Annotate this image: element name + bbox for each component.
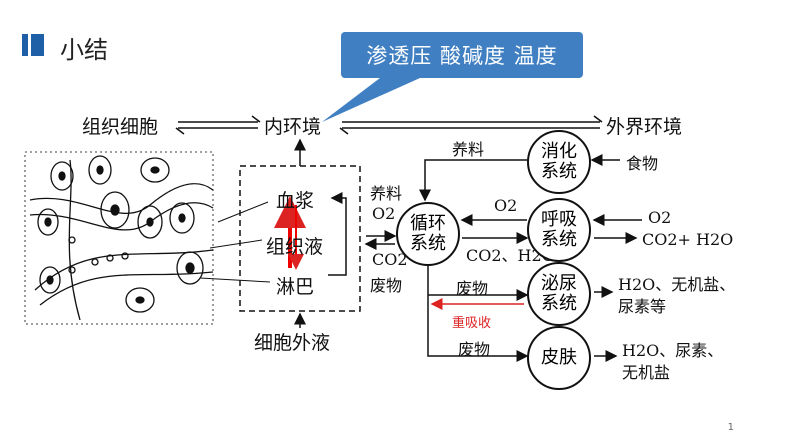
- waste-left-label: 废物: [370, 276, 403, 295]
- tissue-cells-label: 组织细胞: [82, 116, 159, 138]
- reabsorption-label: 重吸收: [452, 316, 492, 331]
- tissue-fluid-label: 组织液: [266, 236, 324, 258]
- lymph-label: 淋巴: [276, 276, 315, 298]
- nutrients-top-label: 养料: [452, 140, 485, 159]
- page-title: 小结: [60, 36, 108, 64]
- extracellular-fluid-label: 细胞外液: [254, 332, 331, 354]
- digestive-system-node: 消化 系统: [527, 130, 591, 194]
- skin-output-label: H2O、尿素、 无机盐: [622, 341, 724, 382]
- internal-environment-label: 内环境: [264, 116, 322, 138]
- o2-mid-label: O2: [494, 196, 518, 215]
- plasma-label: 血浆: [276, 190, 315, 212]
- respiratory-system-node: 呼吸 系统: [527, 198, 591, 262]
- title-marker: [22, 34, 44, 56]
- co2-h2o-right-label: CO2+ H2O: [642, 230, 734, 249]
- external-environment-label: 外界环境: [606, 116, 683, 138]
- co2-left-label: CO2: [372, 250, 408, 269]
- page-number: 1: [727, 422, 734, 433]
- nutrients-left-label: 养料: [370, 184, 403, 203]
- co2-h2o-mid-label: CO2、H2O: [466, 246, 555, 265]
- skin-node: 皮肤: [527, 326, 591, 390]
- waste-skin-label: 废物: [458, 340, 491, 359]
- urinary-output-label: H2O、无机盐、 尿素等: [618, 275, 736, 316]
- o2-left-label: O2: [372, 204, 396, 223]
- circulatory-system-node: 循环 系统: [396, 202, 460, 266]
- urinary-system-node: 泌尿 系统: [527, 262, 591, 326]
- properties-callout: 渗透压 酸碱度 温度: [341, 32, 583, 78]
- o2-right-label: O2: [648, 208, 672, 227]
- food-label: 食物: [626, 154, 659, 173]
- tissue-illustration-graphic: [24, 151, 214, 325]
- waste-urinary-label: 废物: [456, 279, 489, 298]
